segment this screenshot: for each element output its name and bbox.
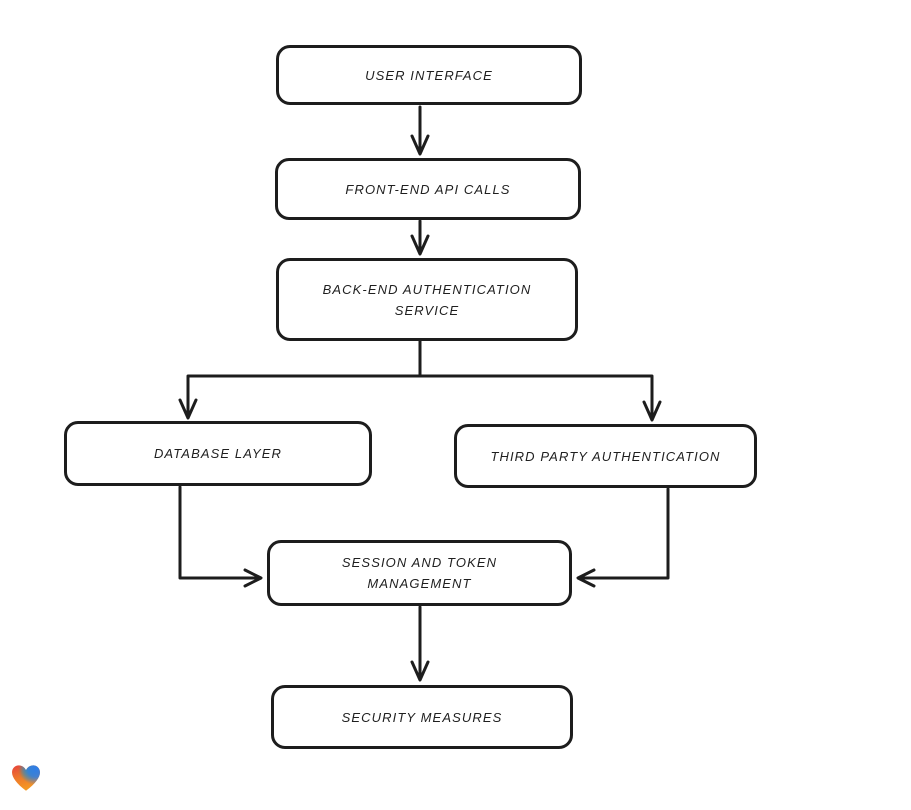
edge-user-interface-to-front-end: [410, 105, 430, 156]
edge-back-end-to-database: [178, 339, 422, 420]
node-security-measures: SECURITY MEASURES: [271, 685, 573, 749]
node-front-end-api-calls: FRONT-END API CALLS: [275, 158, 581, 220]
node-database-layer: DATABASE LAYER: [64, 421, 372, 486]
node-third-party-authentication: THIRD PARTY AUTHENTICATION: [454, 424, 757, 488]
heart-logo-icon: [12, 765, 40, 791]
node-user-interface: USER INTERFACE: [276, 45, 582, 105]
node-back-end-authentication-service: BACK-END AUTHENTICATION SERVICE: [276, 258, 578, 341]
edge-database-to-session: [178, 485, 263, 588]
edge-back-end-to-third-party: [418, 374, 662, 422]
edge-third-party-to-session: [576, 487, 670, 588]
edge-front-end-to-back-end: [410, 219, 430, 256]
node-session-and-token-management: SESSION AND TOKEN MANAGEMENT: [267, 540, 572, 606]
edge-session-to-security: [410, 605, 430, 682]
